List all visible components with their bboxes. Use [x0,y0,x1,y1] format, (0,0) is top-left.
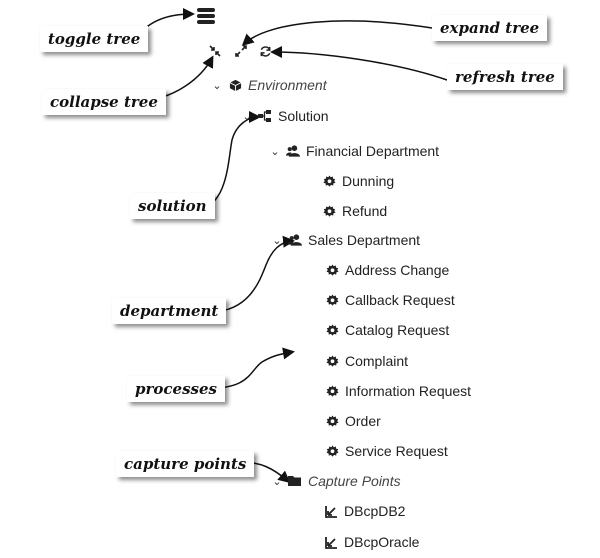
refresh-tree-button[interactable] [258,44,272,58]
tree-node-process[interactable]: Order [325,410,381,432]
tree-node-label: DBcpOracle [344,534,420,550]
callout-toggle-tree: toggle tree [40,26,149,52]
tree-node-process[interactable]: Catalog Request [325,319,449,341]
callout-processes: processes [127,376,225,402]
gear-icon [325,444,339,458]
folder-icon [288,474,302,488]
gear-icon [325,293,339,307]
tree-node-capture-point[interactable]: DBcpDB2 [324,500,405,522]
callout-collapse-tree: collapse tree [42,89,166,115]
hamburger-icon [197,8,215,24]
chevron-down-icon[interactable]: ⌄ [272,234,282,247]
tree-node-label: Capture Points [308,473,401,489]
solution-icon [258,109,272,123]
tree-node-process[interactable]: Complaint [325,350,408,372]
tree-node-label: Refund [342,203,388,219]
collapse-arrows-icon [209,45,221,57]
tree-node-label: Address Change [345,262,450,278]
chevron-down-icon[interactable]: ⌄ [212,79,222,92]
gear-icon [322,174,336,188]
tree-node-solution[interactable]: ⌄ Solution [240,105,329,127]
capture-point-icon [324,535,338,549]
tree-node-process[interactable]: Dunning [322,170,394,192]
gear-icon [325,263,339,277]
callout-capture-points: capture points [116,451,255,477]
user-group-icon [288,233,302,247]
tree-node-process[interactable]: Address Change [325,259,449,281]
tree-node-label: Complaint [345,353,409,369]
expand-arrows-icon [235,45,247,57]
tree-node-environment[interactable]: ⌄ Environment [210,74,327,96]
tree-node-capture-points[interactable]: ⌄ Capture Points [270,470,401,492]
gear-icon [325,384,339,398]
refresh-icon [260,45,270,57]
tree-node-label: Service Request [345,443,448,459]
callout-refresh-tree: refresh tree [447,64,563,90]
tree-node-process[interactable]: Information Request [325,380,471,402]
tree-node-label: Financial Department [306,143,440,159]
tree-node-process[interactable]: Callback Request [325,289,455,311]
gear-icon [325,354,339,368]
gear-icon [322,204,336,218]
tree-node-label: Sales Department [308,232,421,248]
user-group-icon [286,144,300,158]
tree-node-label: Solution [278,108,329,124]
tree-node-capture-point[interactable]: DBcpOracle [324,531,419,553]
toggle-tree-button[interactable] [196,6,216,26]
cube-icon [228,78,242,92]
gear-icon [325,414,339,428]
tree-node-label: Catalog Request [345,322,450,338]
chevron-down-icon[interactable]: ⌄ [242,110,252,123]
callout-expand-tree: expand tree [432,15,548,41]
tree-node-department[interactable]: ⌄ Financial Department [268,140,439,162]
tree-node-label: Dunning [342,173,395,189]
capture-point-icon [324,504,338,518]
collapse-tree-button[interactable] [208,44,222,58]
tree-node-process[interactable]: Service Request [325,440,448,462]
tree-node-label: Callback Request [345,292,455,308]
callout-department: department [112,298,227,324]
tree-node-label: Environment [248,77,327,93]
tree-node-label: Information Request [345,383,472,399]
expand-tree-button[interactable] [234,44,248,58]
tree-node-department[interactable]: ⌄ Sales Department [270,229,420,251]
chevron-down-icon[interactable]: ⌄ [270,145,280,158]
tree-node-label: DBcpDB2 [344,503,406,519]
chevron-down-icon[interactable]: ⌄ [272,475,282,488]
gear-icon [325,323,339,337]
tree-node-label: Order [345,413,381,429]
tree-node-process[interactable]: Refund [322,200,387,222]
callout-solution: solution [130,193,215,219]
